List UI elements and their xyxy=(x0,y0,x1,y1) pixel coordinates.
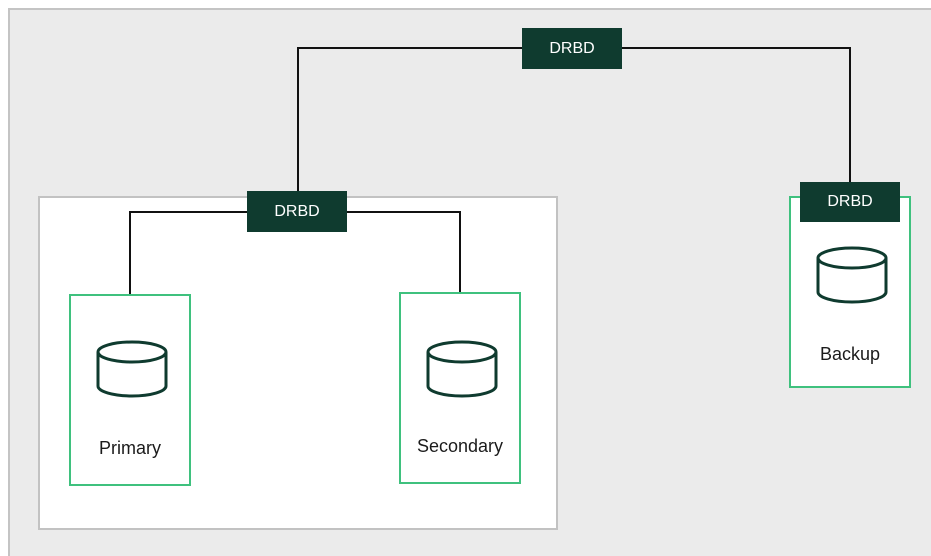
database-icon xyxy=(816,246,888,304)
primary-label: Primary xyxy=(99,438,161,458)
drbd-tag-backup: DRBD xyxy=(800,182,900,222)
secondary-label: Secondary xyxy=(416,436,504,456)
backup-label: Backup xyxy=(819,344,881,364)
primary-node: Primary xyxy=(69,294,191,486)
database-icon xyxy=(96,340,168,398)
secondary-node: Secondary xyxy=(399,292,521,484)
drbd-tag-top: DRBD xyxy=(522,28,622,69)
connector-cluster-to-backup xyxy=(297,47,851,212)
backup-node: Backup xyxy=(789,196,911,388)
database-icon xyxy=(426,340,498,398)
drbd-tag-local: DRBD xyxy=(247,191,347,232)
